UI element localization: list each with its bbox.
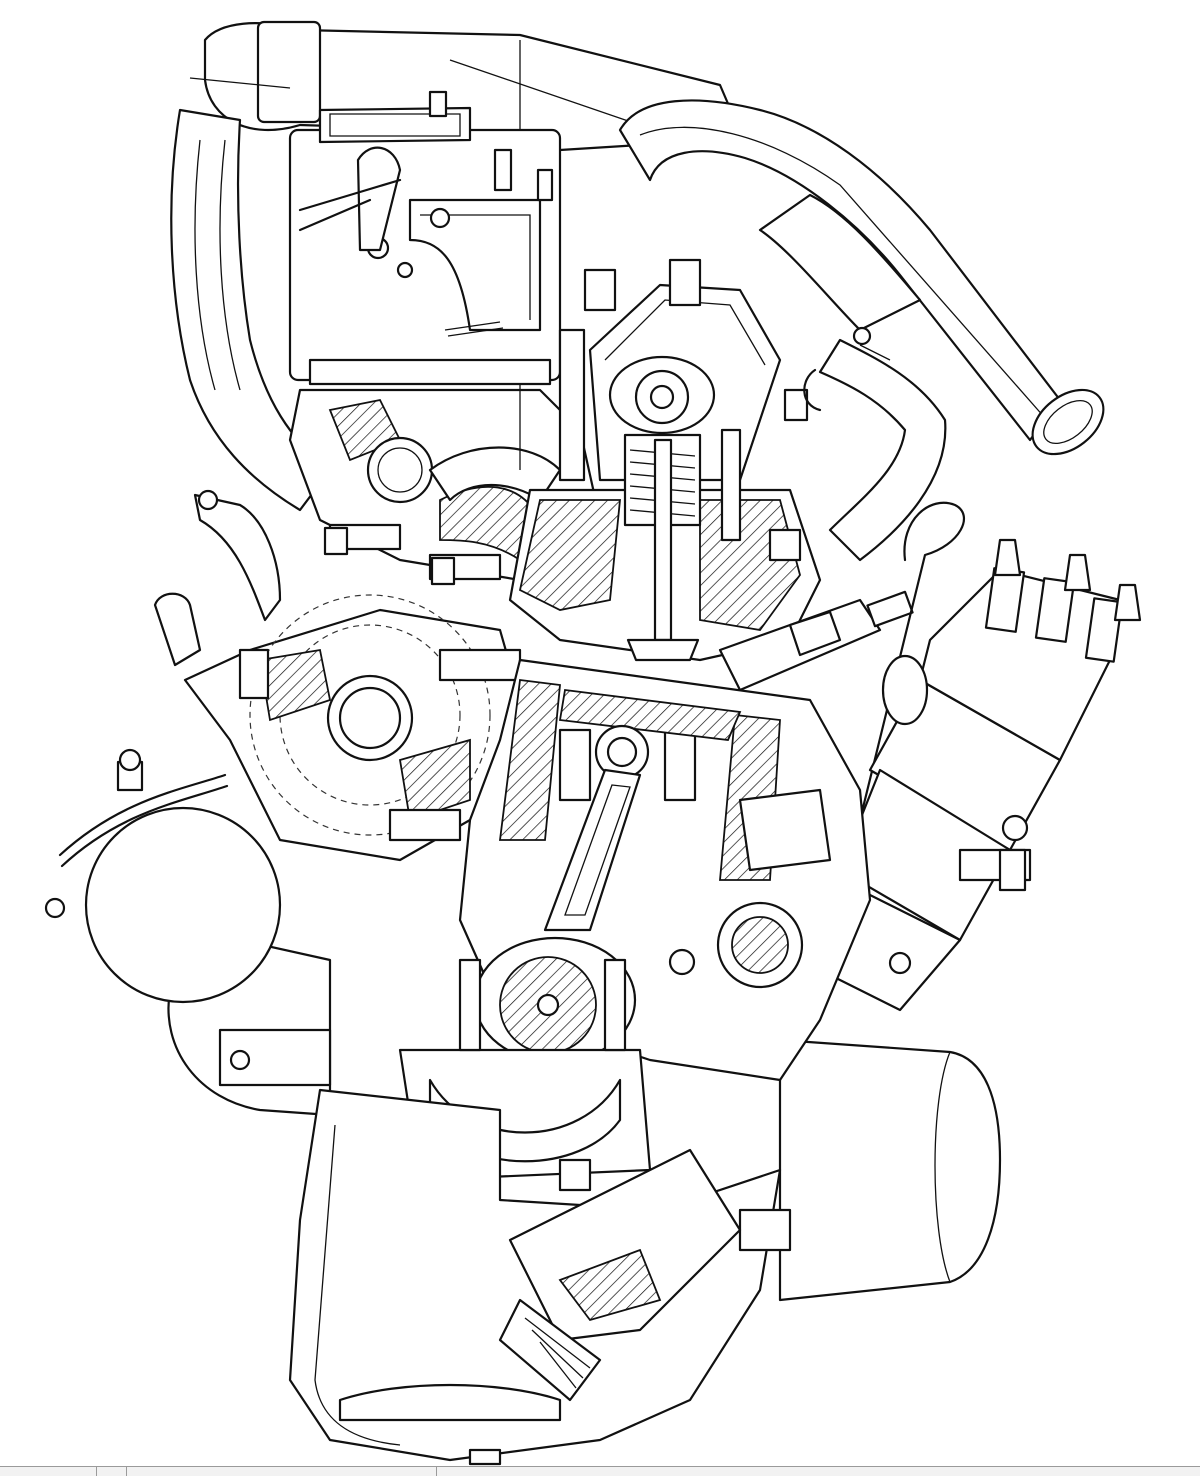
- spark-plug-icon: [720, 503, 964, 820]
- water-pump-icon: [155, 491, 520, 860]
- bottom-scrollbar[interactable]: [0, 1466, 1200, 1476]
- alternator-icon: [46, 750, 330, 1115]
- distributor-icon: [800, 540, 1140, 1010]
- carburetor-icon: [290, 92, 560, 470]
- bolt-icon: [325, 370, 1025, 890]
- scrollbar-segment: [96, 1467, 127, 1476]
- oil-filter-icon: [780, 1040, 1000, 1300]
- camshaft-icon: [610, 357, 714, 433]
- valve-spring-icon: [625, 430, 740, 660]
- oil-pump-icon: [500, 1150, 740, 1400]
- scrollbar-segment: [0, 1467, 97, 1476]
- exhaust-pipe-icon: [620, 100, 1116, 560]
- piston-icon: [560, 690, 740, 778]
- scrollbar-thumb[interactable]: [126, 1467, 437, 1476]
